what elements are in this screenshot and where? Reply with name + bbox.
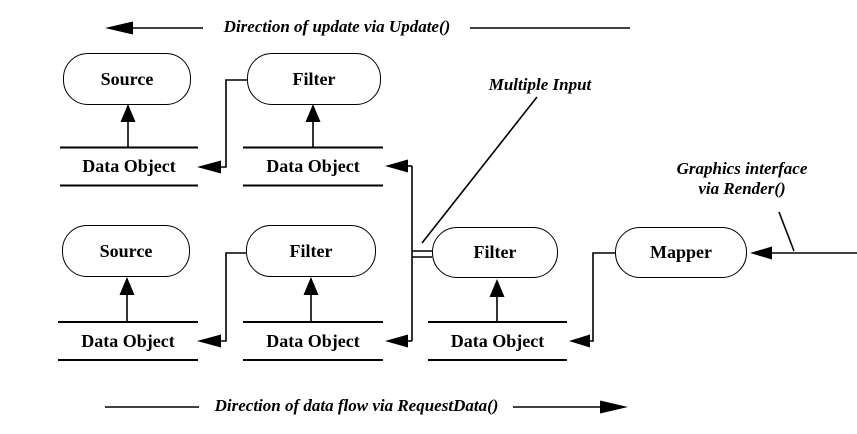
up-arrowhead-icon [303,277,319,295]
data-object-3-label: Data Object [81,330,175,351]
graphics-interface-pointer-line [778,211,795,252]
left-arrowhead-icon [569,334,590,348]
node-label: Source [100,68,154,89]
node-filter-2: Filter [246,225,376,277]
node-label: Source [99,240,153,261]
data-object-1-label: Data Object [82,156,176,176]
node-label: Filter [289,240,333,261]
multiple-input-connector [385,159,432,348]
data-object-2-label: Data Object [266,156,360,176]
node-label: Filter [292,68,336,89]
arrow-do4-to-filter2 [303,277,319,322]
up-arrowhead-icon [120,104,136,122]
multiple-input-label: Multiple Input [488,75,592,94]
data-object-3-lines [58,321,198,361]
dataflow-direction-arrow [105,400,628,414]
node-filter-3: Filter [432,227,558,278]
data-object-5-label: Data Object [450,330,545,351]
update-direction-arrow [105,21,630,35]
graphics-interface-line1: Graphics interface [676,159,808,178]
graphics-interface-arrow [750,246,857,260]
connector-mapper-to-do5 [569,252,615,348]
connector-path [220,79,247,168]
left-arrowhead-icon [197,334,221,348]
left-arrowhead-icon [385,159,408,173]
left-arrowhead-icon [105,21,133,35]
left-arrowhead-icon [750,246,772,260]
connector-filter2-to-do3 [197,252,246,348]
right-arrowhead-icon [600,400,628,414]
up-arrowhead-icon [489,279,505,297]
node-label: Mapper [650,242,712,262]
arrow-do1-to-source1 [120,104,136,148]
update-direction-label: Direction of update via Update() [223,17,451,36]
node-source-2: Source [62,225,190,277]
up-arrowhead-icon [119,277,135,295]
arrow-do3-to-source2 [119,277,135,322]
node-filter-1: Filter [247,53,381,105]
left-arrowhead-icon [385,334,408,348]
connector-filter1-to-do1 [197,79,247,174]
node-label: Filter [473,242,517,262]
node-mapper: Mapper [615,227,747,278]
connector-path [220,252,246,342]
up-arrowhead-icon [305,104,321,122]
arrow-do5-to-filter3 [489,279,505,322]
graphics-interface-line2: via Render() [698,179,786,198]
data-object-4-lines [243,321,383,361]
node-source-1: Source [63,53,191,105]
dataflow-direction-label: Direction of data flow via RequestData() [214,396,499,415]
data-object-1-lines [60,146,198,187]
graphics-interface-label: Graphics interface via Render() [658,159,826,199]
arrow-do2-to-filter1 [305,104,321,148]
connector-path [588,252,615,342]
left-arrowhead-icon [197,160,221,174]
data-object-4-label: Data Object [266,330,360,351]
multiple-input-pointer-line [421,96,538,244]
